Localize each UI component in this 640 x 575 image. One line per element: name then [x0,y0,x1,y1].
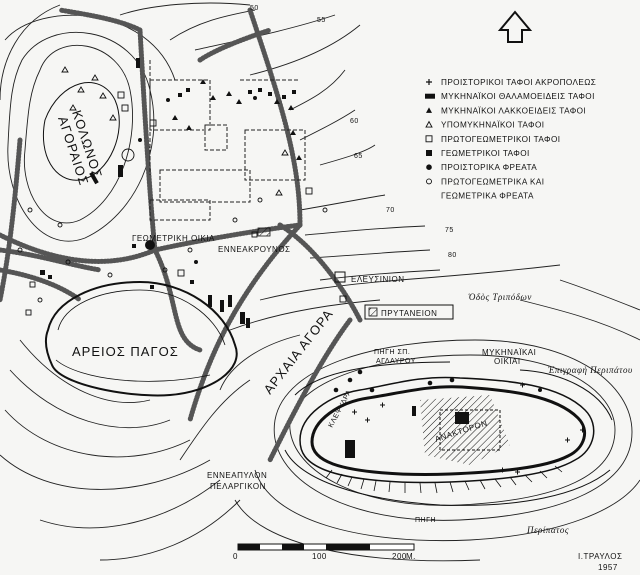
legend-symbol-dot-filled [426,164,432,170]
scale-tick-100: 100 [312,552,327,561]
contour-label-55: 55 [317,17,326,24]
label-mykinaikai-oikiai-1: ΜΥΚΗΝΑΪΚΑΙ [482,348,536,357]
scale-unit: Μ. [406,552,416,561]
label-pigi-aglaurou-1: ΠΗΓΗ ΣΠ. [374,349,410,356]
label-odos-tripodon: Ὁδὸς Τριπόδων [468,292,532,302]
legend-label: ΥΠΟΜΥΚΗΝΑΪΚΟΙ ΤΑΦΟΙ [441,120,544,130]
label-enneapylon-2: ΠΕΛΑΡΓΙΚΟΝ [210,482,266,491]
label-enneapylon-1: ΕΝΝΕΑΠΥΛΟΝ [207,471,267,480]
legend-label-continuation: ΓΕΩΜΕΤΡΙΚΑ ΦΡΕΑΤΑ [441,192,534,201]
legend-symbol-square-open [425,135,433,143]
contour-label-75: 75 [445,227,454,234]
prytaneion-symbol [368,307,378,317]
legend-label: ΠΡΩΤΟΓΕΩΜΕΤΡΙΚΟΙ ΤΑΦΟΙ [441,135,560,144]
legend-label: ΠΡΟΙΣΤΟΡΙΚΑ ΦΡΕΑΤΑ [441,163,537,172]
find-symbols [17,58,585,475]
contour-lines [0,2,640,562]
legend-label: ΜΥΚΗΝΑΪΚΟΙ ΘΑΛΑΜΟΕΙΔΕΙΣ ΤΑΦΟΙ [441,91,595,101]
legend-label: ΓΕΩΜΕΤΡΙΚΟΙ ΤΑΦΟΙ [441,149,530,158]
eleusinion-symbol [334,271,346,283]
contour-label-80: 80 [448,252,457,259]
enneakrounos-symbol [257,227,271,237]
scale-bar: 0 100 200 Μ. [233,543,416,561]
prytaneion-frame [364,304,454,320]
label-areios-pagos: ΑΡΕΙΟΣ ΠΑΓΟΣ [72,344,179,359]
legend-label: ΠΡΩΤΟΓΕΩΜΕΤΡΙΚΑ ΚΑΙ [441,177,544,186]
label-prytaneion: ΠΡΥΤΑΝΕΙΟΝ [381,309,437,318]
label-epigrafi-peripatou: Ἐπιγραφὴ Περιπάτου [548,365,633,375]
label-mykinaikai-oikiai-2: ΟΙΚΙΑΙ [494,357,521,366]
legend-label: ΠΡΟΙΣΤΟΡΙΚΟΙ ΤΑΦΟΙ ΑΚΡΟΠΟΛΕΩΣ [441,78,596,87]
north-arrow-icon [497,10,533,43]
label-enneakrounos: ΕΝΝΕΑΚΡΟΥΝΟΣ [218,245,290,254]
kolonos-hill [43,82,120,181]
legend-symbol-square-filled [426,150,432,156]
legend-symbol-triangle-filled [426,107,432,113]
legend-symbol-cross [426,79,432,85]
legend-symbol-bar [425,93,435,99]
label-pigi: ΠΗΓΗ [415,517,436,524]
legend-symbol-dot-open [426,178,432,185]
acropolis [284,361,613,506]
contour-label-50: 50 [250,5,259,12]
contour-label-70: 70 [386,207,395,214]
scale-tick-200: 200 [392,552,407,561]
agora-building-outlines [149,60,306,221]
label-geometriki-oikia: ΓΕΩΜΕΤΡΙΚΗ ΟΙΚΙΑ [132,234,215,243]
legend-label: ΜΥΚΗΝΑΪΚΟΙ ΛΑΚΚΟΕΙΔΕΙΣ ΤΑΦΟΙ [441,105,586,115]
contour-label-60: 60 [350,118,359,125]
scale-tick-0: 0 [233,552,238,561]
legend: ΠΡΟΙΣΤΟΡΙΚΟΙ ΤΑΦΟΙ ΑΚΡΟΠΟΛΕΩΣ ΜΥΚΗΝΑΪΚΟΙ … [425,78,596,201]
credit-year: 1957 [598,563,618,572]
label-pigi-aglaurou-2: ΑΓΛΑΥΡΟΥ [376,358,416,365]
label-peripatos: Περίπατος [526,525,569,535]
label-eleusinion: ΕΛΕΥΣΙΝΙΟΝ [351,275,405,284]
areios-pagos-hill [44,280,238,397]
credit-author: Ι.ΤΡΑΥΛΟΣ [578,552,622,561]
ancient-roads [0,7,363,463]
legend-symbol-triangle-open [425,120,433,128]
contour-label-65: 65 [354,153,363,160]
